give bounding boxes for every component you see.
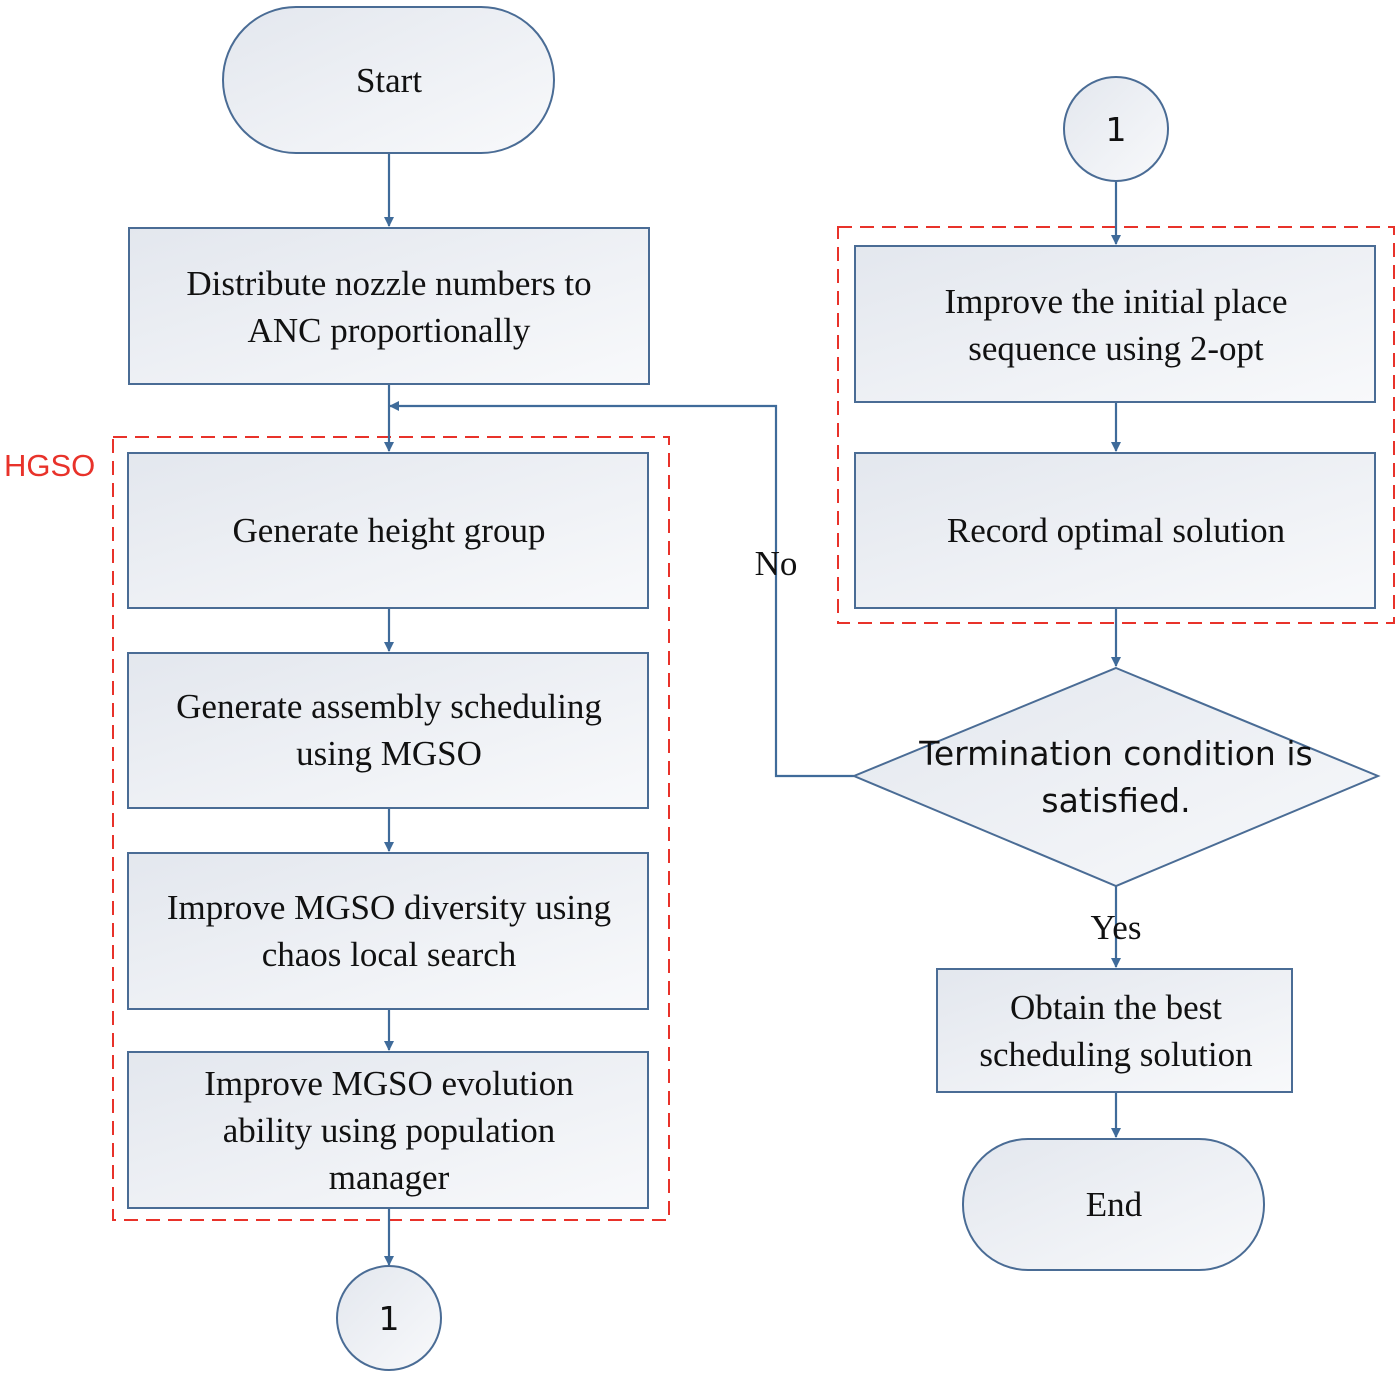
evolution-box: Improve MGSO evolution ability using pop… <box>127 1051 649 1209</box>
assembly-line2: using MGSO <box>296 734 482 773</box>
end-label: End <box>1086 1185 1143 1224</box>
end-terminal: End <box>962 1138 1265 1271</box>
connector-top: 1 <box>1063 76 1169 182</box>
diversity-line1: Improve MGSO diversity using <box>167 888 611 927</box>
record-label: Record optimal solution <box>947 511 1285 550</box>
assembly-line1: Generate assembly scheduling <box>176 687 602 726</box>
hgso-group-border <box>112 436 670 1221</box>
start-label: Start <box>356 61 422 100</box>
record-box: Record optimal solution <box>854 452 1376 609</box>
obtain-line2: scheduling solution <box>979 1035 1252 1074</box>
two-opt-line2: sequence using 2-opt <box>968 329 1264 368</box>
assembly-box: Generate assembly scheduling using MGSO <box>127 652 649 809</box>
height-group-box: Generate height group <box>127 452 649 609</box>
connector-bottom: 1 <box>336 1265 442 1371</box>
connector-bottom-label: 1 <box>379 1299 400 1338</box>
evolution-line3: manager <box>329 1158 450 1197</box>
distribute-box: Distribute nozzle numbers to ANC proport… <box>128 227 650 385</box>
connector-lines <box>384 153 1121 1266</box>
evolution-line2: ability using population <box>223 1111 555 1150</box>
distribute-line1: Distribute nozzle numbers to <box>186 264 591 303</box>
obtain-line1: Obtain the best <box>1010 988 1222 1027</box>
termination-decision: Termination condition is satisfied. <box>851 666 1381 888</box>
edge-label-no: No <box>755 544 798 583</box>
evolution-line1: Improve MGSO evolution <box>204 1064 573 1103</box>
edge-label-yes: Yes <box>1091 908 1142 947</box>
obtain-box: Obtain the best scheduling solution <box>936 968 1293 1093</box>
diversity-line2: chaos local search <box>262 935 517 974</box>
two-opt-box: Improve the initial place sequence using… <box>854 245 1376 403</box>
hgso-group-label: HGSO <box>4 448 95 483</box>
height-group-label: Generate height group <box>233 511 546 550</box>
arrow-termination-no-loop <box>389 401 854 778</box>
distribute-line2: ANC proportionally <box>248 311 531 350</box>
connector-top-label: 1 <box>1106 110 1127 149</box>
two-opt-line1: Improve the initial place <box>944 282 1287 321</box>
diversity-box: Improve MGSO diversity using chaos local… <box>127 852 649 1010</box>
termination-line1: Termination condition is <box>918 734 1312 773</box>
start-terminal: Start <box>222 6 555 154</box>
termination-line2: satisfied. <box>1041 781 1190 820</box>
